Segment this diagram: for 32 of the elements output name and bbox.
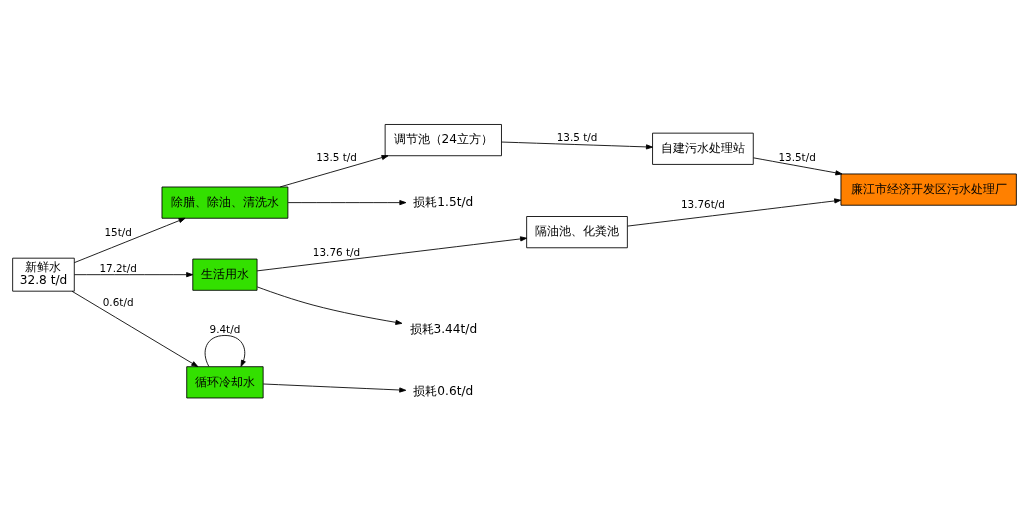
arrow: [74, 217, 186, 263]
edge-label: 13.76 t/d: [312, 245, 361, 258]
node-box: 自建污水处理站: [652, 132, 754, 165]
arrow: [256, 286, 403, 325]
node-text: 损耗3.44t/d: [409, 321, 478, 336]
node-box: 隔油池、化粪池: [526, 215, 628, 248]
edge-label: 13.5 t/d: [556, 130, 598, 143]
arrow: [501, 141, 653, 149]
arrow: [753, 156, 843, 175]
arrow: [204, 334, 246, 367]
edge-label: 9.4t/d: [209, 322, 241, 335]
node-text: 损耗0.6t/d: [413, 383, 474, 398]
arrow: [279, 154, 389, 187]
node-box: 生活用水: [192, 258, 258, 291]
node-box: 廉江市经济开发区污水处理厂: [840, 173, 1017, 206]
node-box: 调节池（24立方）: [384, 123, 502, 156]
edge-label: 13.5t/d: [778, 150, 816, 163]
edge-label: 17.2t/d: [99, 261, 137, 274]
edge-label: 15t/d: [104, 225, 132, 238]
arrow: [627, 197, 842, 227]
arrow: [71, 290, 199, 367]
node-box: 新鲜水 32.8 t/d: [12, 257, 75, 292]
arrow: [256, 235, 528, 271]
arrow: [74, 271, 194, 277]
node-box: 循环冷却水: [186, 365, 264, 398]
edge-label: 0.6t/d: [102, 295, 134, 308]
node-box: 除腊、除油、清洗水: [161, 186, 289, 219]
arrow: [287, 199, 407, 205]
edge-label: 13.76t/d: [680, 197, 725, 210]
node-text: 损耗1.5t/d: [413, 194, 474, 209]
arrow: [262, 383, 407, 393]
edge-label: 13.5 t/d: [316, 150, 357, 163]
